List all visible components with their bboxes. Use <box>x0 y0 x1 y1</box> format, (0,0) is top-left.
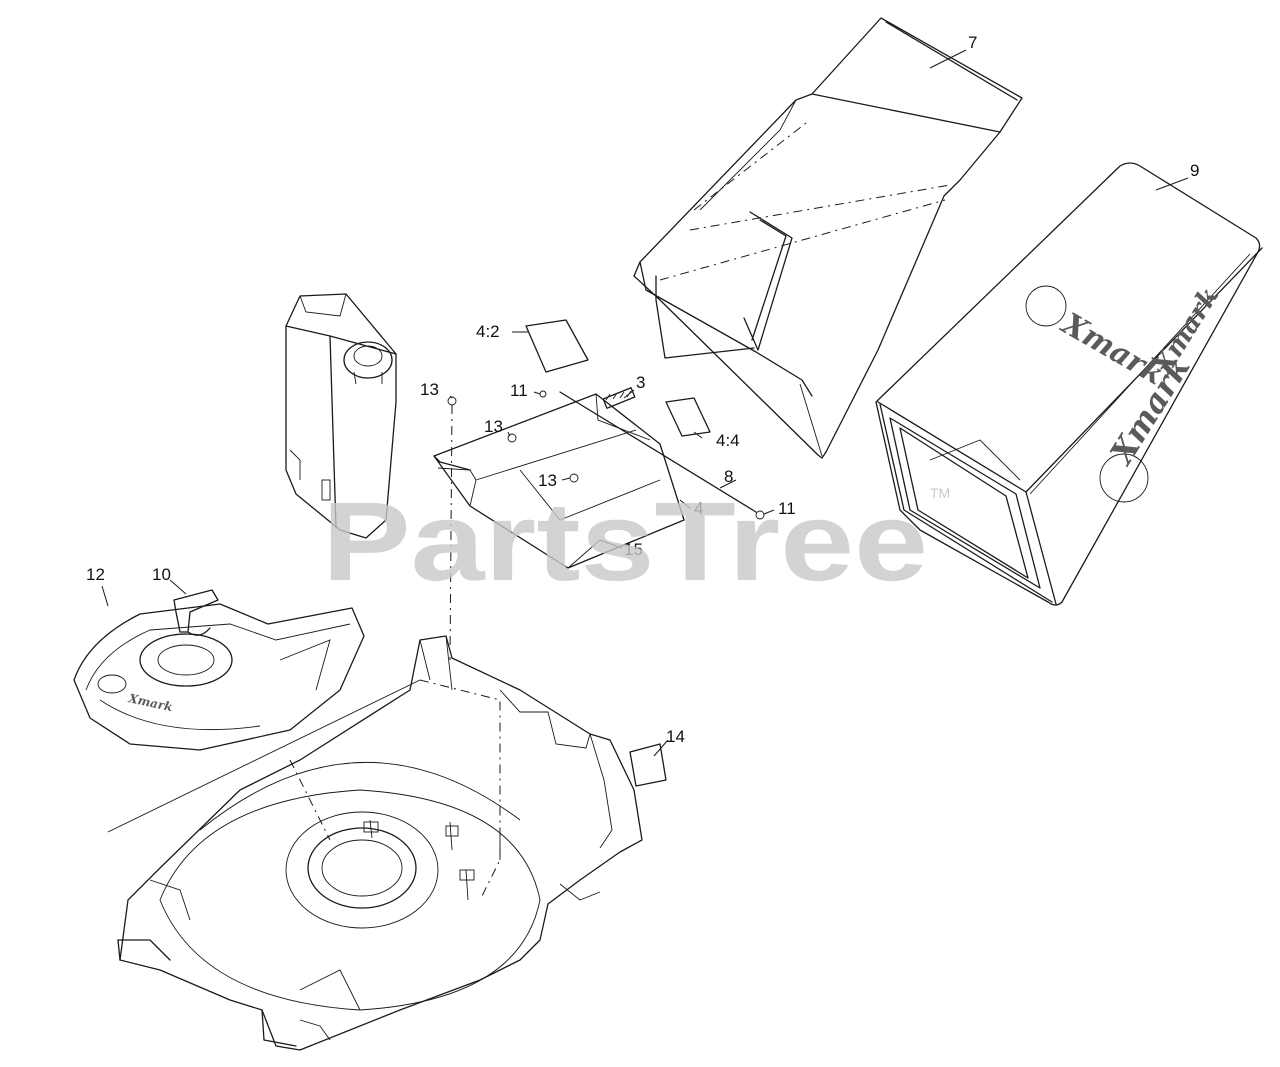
leader-lines <box>101 49 1189 757</box>
callout-labels: 7 9 4:2 3 11 13 13 13 4:4 8 4 11 15 12 1… <box>86 33 1199 746</box>
callout-11-right: 11 <box>778 499 796 518</box>
rear-flap[interactable] <box>433 393 685 569</box>
hinge-spring[interactable] <box>602 387 636 409</box>
callout-7: 7 <box>968 33 977 52</box>
brand-badge-icon <box>97 674 127 694</box>
label-decal-14[interactable] <box>629 743 667 787</box>
decal-4-4[interactable] <box>665 397 711 437</box>
reference-line <box>107 679 421 833</box>
decal-4-2[interactable] <box>525 319 589 373</box>
svg-text:Xmark: Xmark <box>126 691 173 714</box>
brand-logo-icon: Xmark Xmark Xmark <box>1025 282 1225 503</box>
fuel-tank[interactable] <box>285 293 397 539</box>
callout-11-top: 11 <box>510 381 528 400</box>
svg-text:PartsTree: PartsTree <box>322 479 928 604</box>
callout-4-4: 4:4 <box>716 431 740 450</box>
hinge-rod[interactable] <box>559 391 757 513</box>
bag-frame[interactable] <box>633 17 1023 459</box>
callout-4-2: 4:2 <box>476 322 500 341</box>
svg-text:TM: TM <box>930 485 950 501</box>
callout-15: 15 <box>624 540 643 559</box>
callout-8: 8 <box>724 467 733 486</box>
callout-4: 4 <box>694 499 703 518</box>
callout-3: 3 <box>636 373 645 392</box>
nut-11-left[interactable] <box>539 390 547 398</box>
bolt-13-mid[interactable] <box>507 433 517 443</box>
callout-13-top: 13 <box>420 380 439 399</box>
assembly-centerline <box>449 404 453 661</box>
mower-deck[interactable] <box>117 635 643 1051</box>
grass-bag[interactable]: Xmark Xmark Xmark <box>875 162 1263 606</box>
control-handle[interactable] <box>173 589 219 636</box>
nut-11-right[interactable] <box>755 510 765 520</box>
callout-12: 12 <box>86 565 105 584</box>
callout-10: 10 <box>152 565 171 584</box>
bolt-13-top[interactable] <box>447 396 457 406</box>
callout-13-low: 13 <box>538 471 557 490</box>
callout-14: 14 <box>666 727 685 746</box>
callout-13-mid: 13 <box>484 417 503 436</box>
callout-9: 9 <box>1190 161 1199 180</box>
watermark: PartsTree TM <box>322 479 950 604</box>
